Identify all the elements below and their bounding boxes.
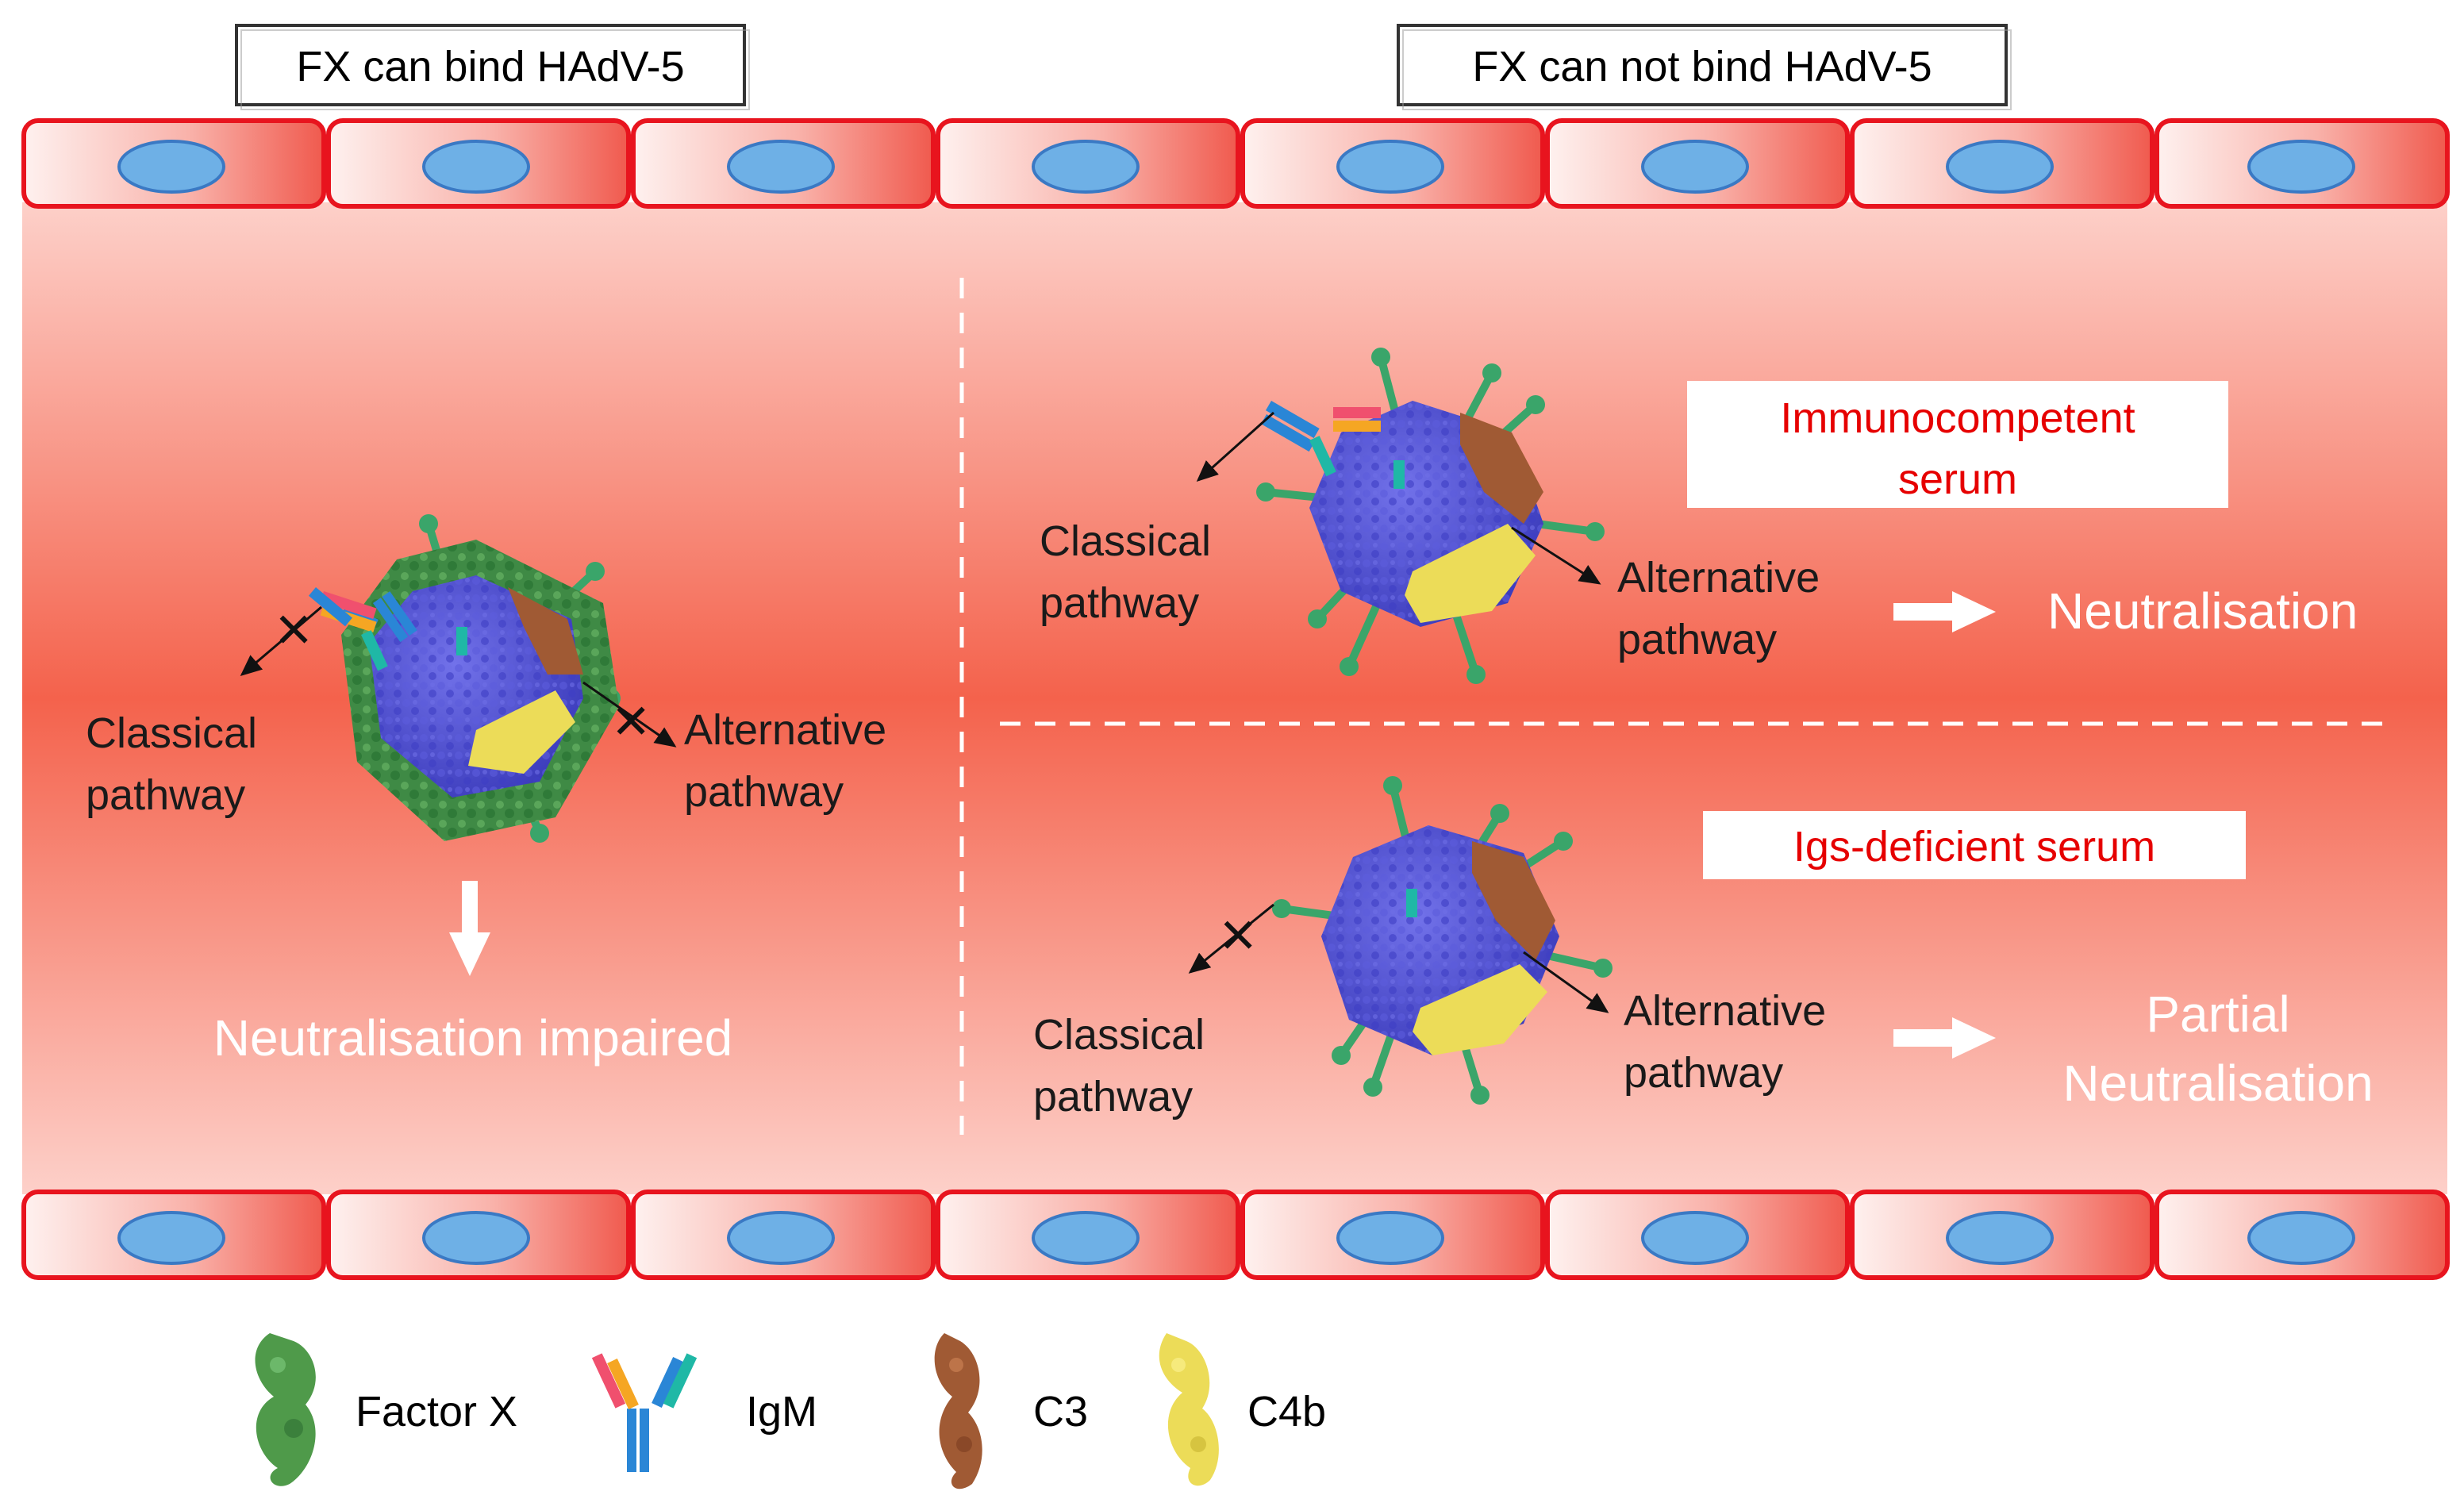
header-right-label: FX can not bind HAdV-5 <box>1472 43 1932 90</box>
tr-alternative-label-line2: pathway <box>1617 616 1777 663</box>
br-alternative-label-line1: Alternative <box>1624 987 1826 1035</box>
legend-label-igm: IgM <box>746 1388 817 1436</box>
tr-classical-label-line1: Classical <box>1040 517 1211 565</box>
left-alternative-label-line2: pathway <box>684 768 844 816</box>
legend-label-factor-x: Factor X <box>356 1388 517 1436</box>
header-left-box: FX can bind HAdV-5 <box>235 24 750 110</box>
c3-icon <box>934 1333 982 1489</box>
br-classical-arrow <box>1188 903 1274 974</box>
c4b-icon <box>1159 1333 1219 1486</box>
virus-fx-coated <box>309 514 621 843</box>
header-left-label: FX can bind HAdV-5 <box>296 43 684 90</box>
virus-top-right <box>1256 348 1605 684</box>
left-classical-label-line1: Classical <box>86 709 257 757</box>
br-serum-box: Igs-deficient serum <box>1703 811 2246 879</box>
br-alternative-label-line2: pathway <box>1624 1049 1783 1097</box>
endothelial-row-top <box>21 118 2450 209</box>
br-outcome-arrow <box>1893 1017 1996 1059</box>
factor-x-icon <box>255 1333 316 1486</box>
tr-classical-label-line2: pathway <box>1040 579 1199 627</box>
br-classical-label-line1: Classical <box>1033 1011 1205 1059</box>
tr-serum-box: Immunocompetent serum <box>1687 381 2228 508</box>
left-alternative-label-line1: Alternative <box>684 706 886 754</box>
left-classical-block-mark: ✕ <box>274 603 313 659</box>
tr-outcome-label: Neutralisation <box>2047 582 2358 640</box>
tr-classical-arrow <box>1196 411 1275 482</box>
virus-bottom-right <box>1272 776 1613 1105</box>
legend-label-c3: C3 <box>1033 1388 1088 1436</box>
tr-outcome-arrow <box>1893 591 1996 632</box>
legend: Factor X IgM C3 C4b <box>255 1333 1326 1489</box>
legend-label-c4b: C4b <box>1247 1388 1326 1436</box>
br-outcome-label-line2: Neutralisation <box>2062 1055 2373 1112</box>
br-classical-block-mark: ✕ <box>1218 909 1258 964</box>
left-outcome-label: Neutralisation impaired <box>213 1009 733 1067</box>
igm-icon <box>591 1353 698 1472</box>
br-alternative-arrow <box>1523 951 1609 1013</box>
br-classical-label-line2: pathway <box>1033 1073 1193 1120</box>
left-alternative-block-mark: ✕ <box>611 694 651 750</box>
br-serum-label: Igs-deficient serum <box>1793 823 2155 871</box>
left-alternative-arrow <box>582 681 677 748</box>
br-outcome-label-line1: Partial <box>2146 986 2289 1043</box>
left-classical-label-line2: pathway <box>86 771 245 819</box>
left-outcome-arrow <box>449 881 490 976</box>
header-right-box: FX can not bind HAdV-5 <box>1397 24 2012 110</box>
tr-serum-label-line2: serum <box>1898 455 2017 503</box>
left-classical-arrow <box>240 605 322 676</box>
endothelial-row-bottom <box>21 1190 2450 1280</box>
tr-alternative-label-line1: Alternative <box>1617 554 1820 602</box>
tr-serum-label-line1: Immunocompetent <box>1780 394 2135 442</box>
tr-alternative-arrow <box>1511 526 1601 585</box>
